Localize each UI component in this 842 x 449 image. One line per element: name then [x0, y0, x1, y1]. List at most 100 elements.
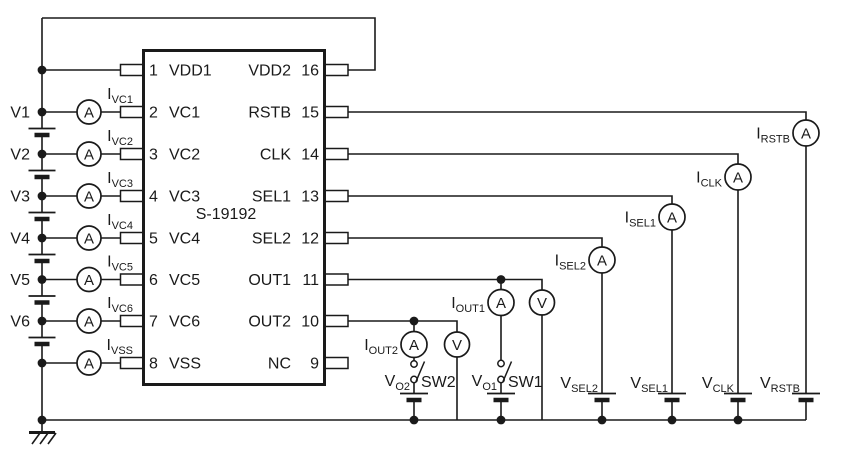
sw1-lever — [502, 361, 513, 382]
pin-11-stub — [324, 273, 349, 286]
ammeter-iout1 — [487, 288, 515, 317]
pin-4-number: 4 — [149, 189, 158, 206]
pin-15-name: RSTB — [248, 105, 291, 122]
junction-dots — [37, 65, 743, 425]
ammeter-letter: A — [597, 252, 607, 269]
pin-6-number: 6 — [149, 272, 158, 289]
pin-12-stub — [324, 231, 349, 245]
label-v6: V6 — [10, 314, 30, 331]
pin-9-stub — [324, 356, 349, 370]
junction-dot — [37, 233, 47, 243]
junction-dot — [37, 191, 47, 201]
pin-15-number: 15 — [301, 105, 319, 122]
ground-hatch — [31, 432, 57, 445]
label-v2: V2 — [10, 147, 30, 164]
pin-11-name: OUT1 — [248, 272, 291, 289]
pin-1-number: 1 — [149, 63, 158, 80]
label-ivc5: IVC5 — [107, 254, 133, 274]
left-pin-wires — [42, 69, 120, 364]
ammeter-letter: A — [409, 337, 419, 354]
label-irstb: IRSTB — [756, 126, 790, 146]
bottom-source-batteries — [400, 392, 820, 403]
pin-5-name: VC4 — [169, 231, 200, 248]
pin-16-stub — [324, 63, 349, 77]
pin-9-name: NC — [268, 356, 291, 373]
cell-stack-batteries — [28, 127, 56, 347]
pin-12-number: 12 — [301, 231, 319, 248]
ammeter-iclk — [724, 163, 752, 191]
ammeter-letter: A — [84, 146, 94, 163]
label-vsel1: VSEL1 — [630, 375, 668, 395]
ic-pin-text: 1 VDD1 2 VC1 3 VC2 4 VC3 5 VC4 6 VC5 7 V… — [149, 63, 319, 373]
voltmeters: V V — [443, 289, 556, 358]
pin-2-stub — [119, 105, 144, 119]
pin-3-name: VC2 — [169, 147, 200, 164]
ammeters-right: A A A A A A — [400, 119, 820, 359]
pin-12-name: SEL2 — [252, 231, 291, 248]
label-v5: V5 — [10, 272, 30, 289]
pin-16-number: 16 — [301, 63, 319, 80]
pin-10-number: 10 — [301, 314, 319, 331]
sw2-lever — [415, 361, 426, 382]
ammeter-iout2 — [400, 330, 428, 359]
voltmeter-out2 — [443, 331, 471, 358]
label-v1: V1 — [10, 105, 30, 122]
junction-dot — [37, 65, 47, 75]
labels: V1 V2 V3 V4 V5 V6 IVC1 IVC2 IVC3 IVC4 IV… — [10, 86, 800, 395]
pin-9-number: 9 — [310, 356, 319, 373]
ic-part-number: S-19192 — [196, 206, 257, 223]
pin-13-number: 13 — [301, 189, 319, 206]
pin-15-stub — [324, 105, 349, 119]
ammeter-ivss — [76, 350, 102, 376]
ammeter-isel1 — [658, 203, 686, 231]
label-ivc4: IVC4 — [107, 212, 133, 232]
pin-1-stub — [119, 63, 144, 77]
pin-10-stub — [324, 314, 349, 328]
voltmeter-letter: V — [537, 295, 547, 312]
pin-14-name: CLK — [260, 147, 291, 164]
label-vo2: VO2 — [385, 373, 410, 393]
pin-13-name: SEL1 — [252, 189, 291, 206]
label-v4: V4 — [10, 231, 30, 248]
ic-body — [142, 49, 326, 386]
label-ivc2: IVC2 — [107, 128, 133, 148]
pin-8-stub — [119, 356, 144, 370]
ammeter-letter: A — [84, 230, 94, 247]
label-sw1: SW1 — [508, 374, 543, 391]
ammeter-ivc2 — [76, 141, 102, 167]
pin-13-stub — [324, 189, 349, 203]
pin-1-name: VDD1 — [169, 63, 212, 80]
pin-11-number: 11 — [302, 272, 319, 289]
ammeter-letter: A — [84, 188, 94, 205]
ammeter-ivc6 — [76, 308, 102, 334]
junction-dot — [733, 415, 743, 425]
pin-5-number: 5 — [149, 231, 158, 248]
ammeter-letter: A — [801, 125, 811, 142]
ammeters-left: A A A A A A A — [76, 99, 102, 376]
pin-2-number: 2 — [149, 105, 158, 122]
ammeter-irstb — [792, 119, 820, 147]
ammeter-letter: A — [496, 295, 506, 312]
pin-4-stub — [119, 189, 144, 203]
ammeter-letter: A — [84, 313, 94, 330]
pin-6-name: VC5 — [169, 272, 200, 289]
pin-2-name: VC1 — [169, 105, 200, 122]
label-sw2: SW2 — [421, 374, 456, 391]
switch-sw2 — [410, 360, 426, 384]
pin-3-number: 3 — [149, 147, 158, 164]
voltmeter-letter: V — [452, 337, 462, 354]
junction-dot — [37, 275, 47, 284]
pin-14-stub — [324, 147, 349, 161]
pin-4-name: VC3 — [169, 189, 200, 206]
junction-dot — [37, 415, 47, 425]
label-ivss: IVSS — [107, 337, 133, 357]
pin-14-number: 14 — [301, 147, 319, 164]
ammeter-ivc3 — [76, 183, 102, 209]
pin-10-name: OUT2 — [248, 314, 291, 331]
label-v3: V3 — [10, 189, 30, 206]
sw1-contact-top — [497, 359, 505, 368]
junction-dot — [597, 415, 607, 425]
pin-3-stub — [119, 147, 144, 161]
ammeter-letter: A — [84, 355, 94, 372]
